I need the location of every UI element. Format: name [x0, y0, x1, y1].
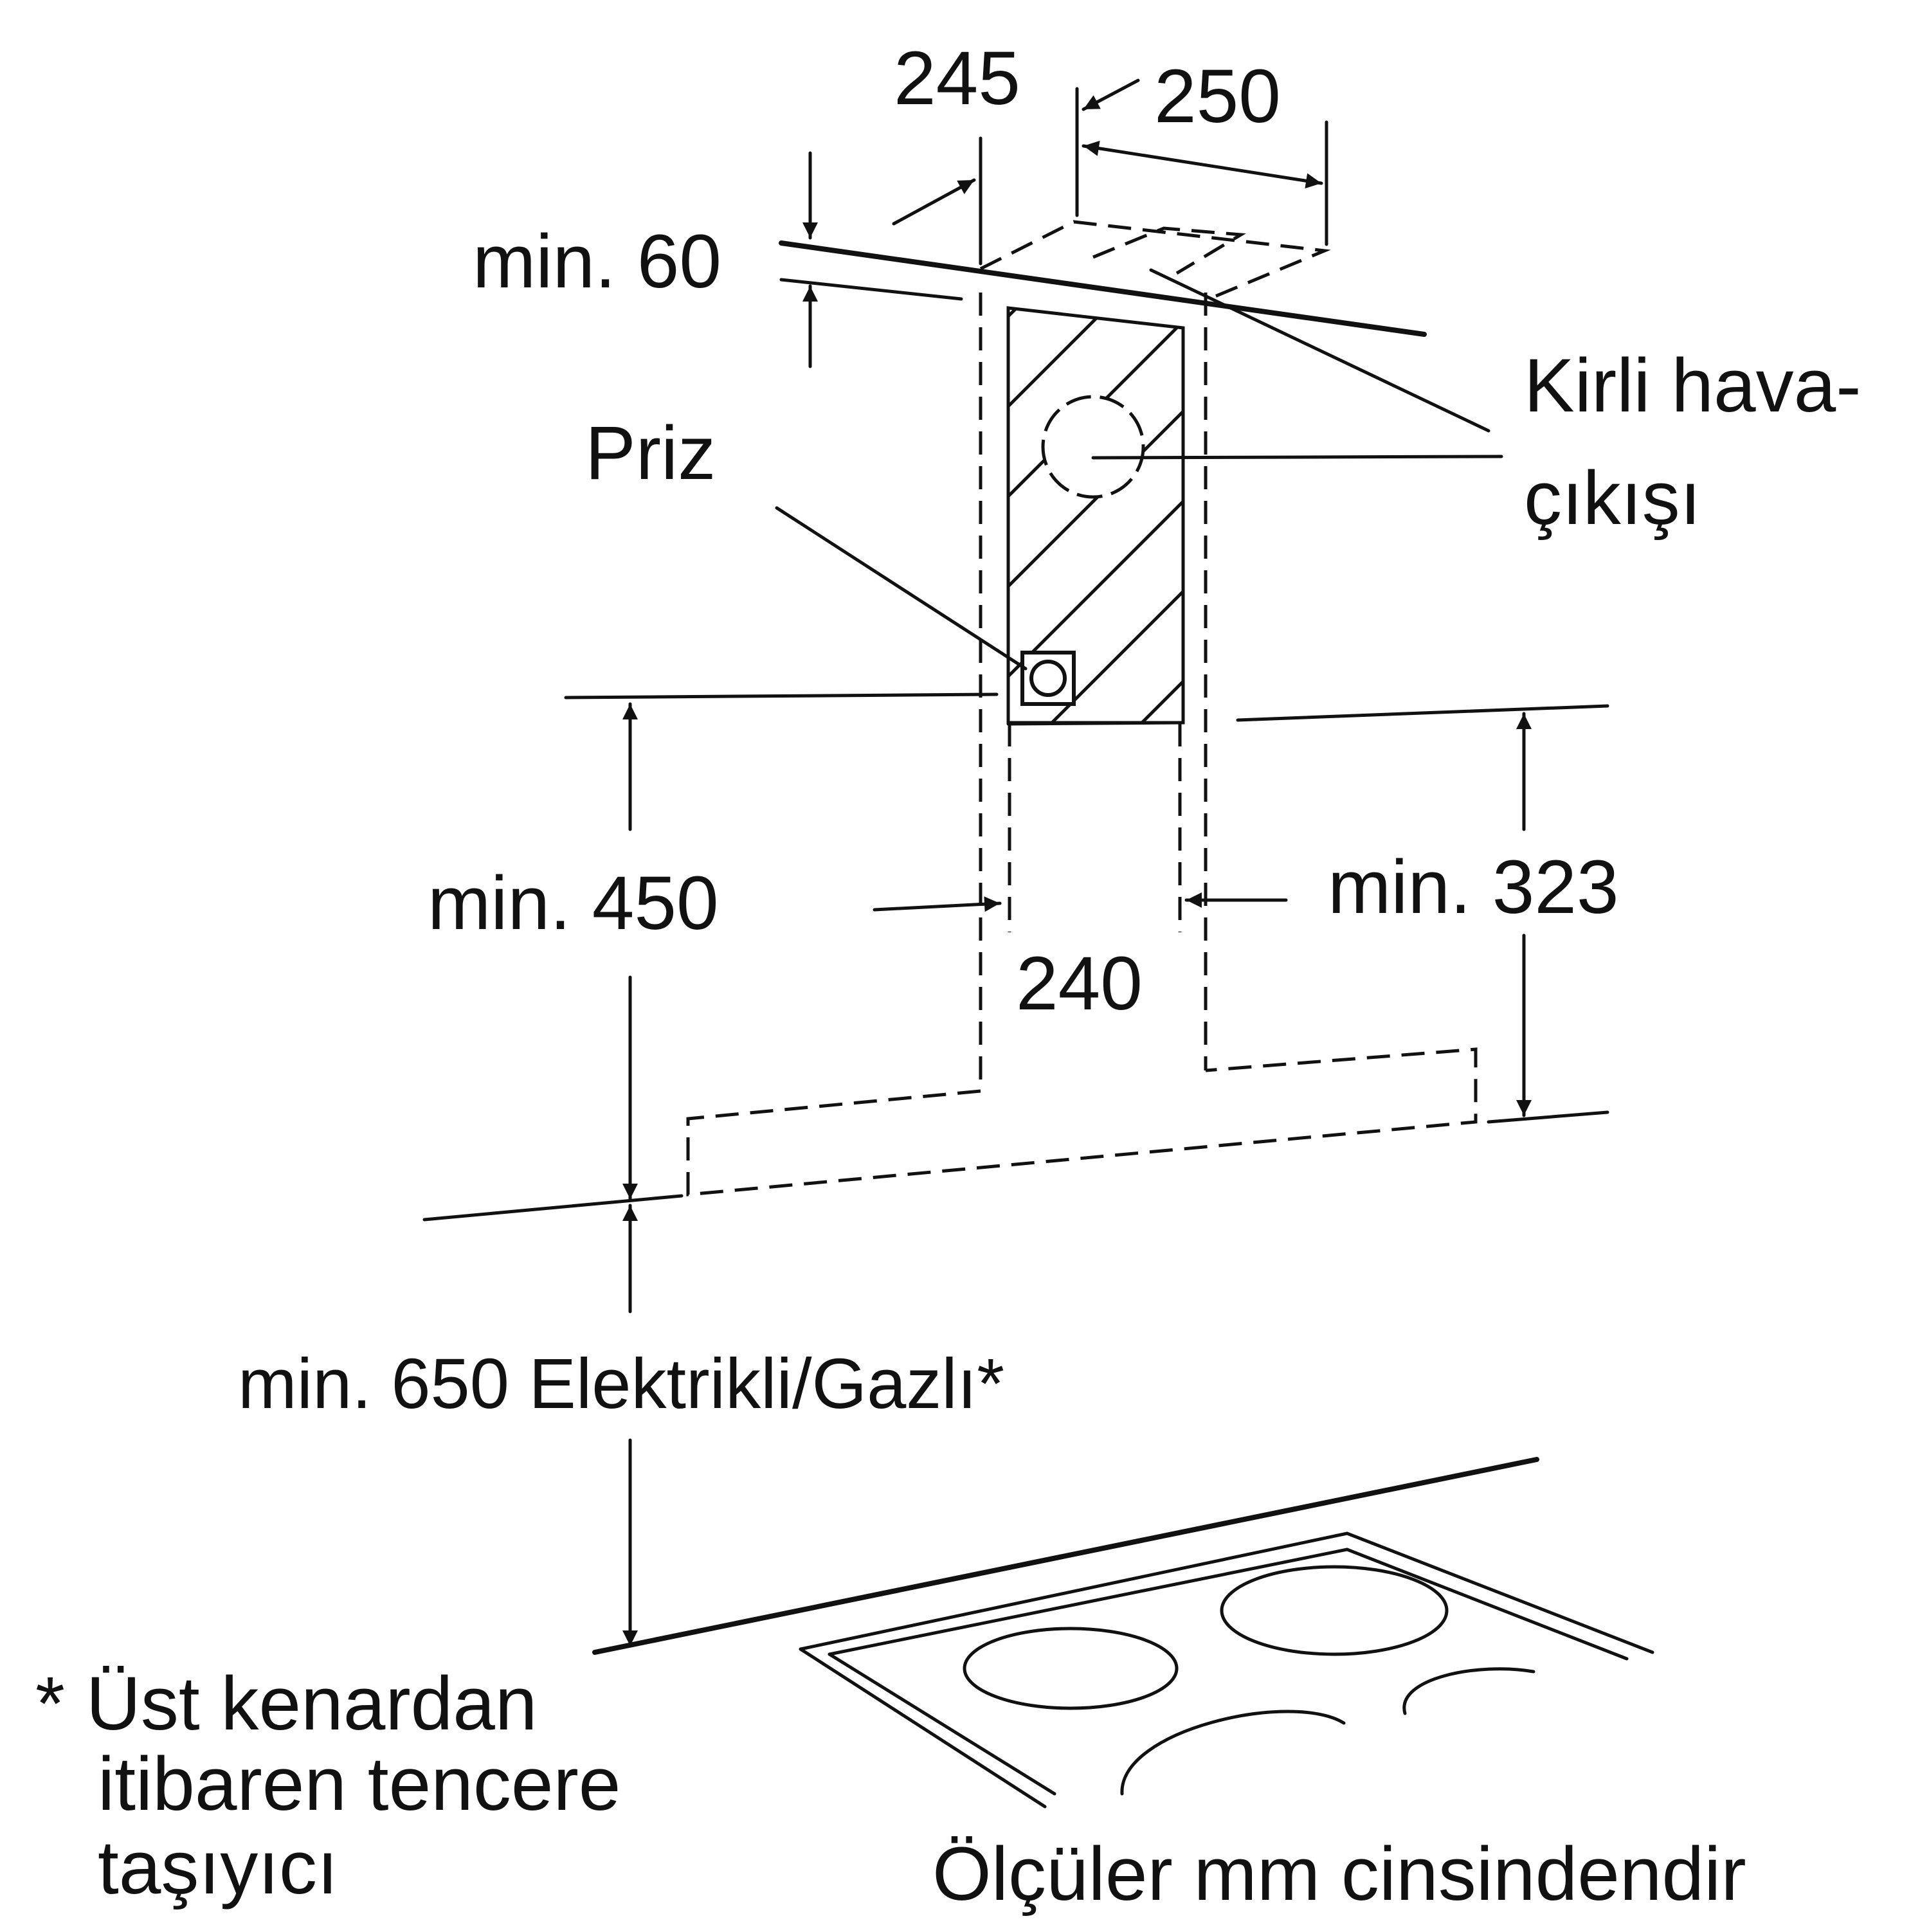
units-note: Ölçüler mm cinsindendir [932, 1832, 1746, 1917]
dimension-245: 245 [892, 36, 1020, 266]
footnote-line-1: * Üst kenardan [35, 1661, 538, 1746]
label-245: 245 [894, 36, 1020, 121]
footnote-line-2: itibaren tencere [98, 1742, 620, 1827]
hatched-mounting-zone [1006, 306, 1185, 726]
dimension-240: 240 [873, 892, 1288, 1026]
label-min-450: min. 450 [428, 861, 719, 946]
label-dirty-air-2: çıkışı [1524, 456, 1701, 541]
dimension-min-60: min. 60 [473, 151, 818, 368]
cooktop-illustration [592, 1457, 1654, 1809]
exhaust-outlet-circle [1041, 395, 1503, 499]
label-min-323: min. 323 [1328, 845, 1619, 930]
socket-icon [775, 506, 1076, 706]
ceiling-line [779, 240, 1427, 337]
reference-lines [422, 692, 1609, 1222]
dimension-min-450: min. 450 [428, 702, 719, 1201]
top-exhaust-outline [979, 220, 1490, 433]
label-250: 250 [1154, 54, 1281, 139]
dimension-min-323: min. 323 [1328, 712, 1619, 1117]
label-min-60: min. 60 [473, 219, 721, 304]
footnote-line-3: taşıyıcı [98, 1825, 338, 1910]
label-dirty-air-1: Kirli hava- [1524, 343, 1861, 428]
label-socket: Priz [585, 411, 716, 496]
label-min-650: min. 650 Elektrikli/Gazlı* [238, 1344, 1004, 1423]
label-240: 240 [1016, 941, 1143, 1026]
hood-canopy-outline [686, 1047, 1478, 1196]
chimney-outline [979, 293, 1208, 1090]
dimension-250: 250 [1075, 54, 1328, 246]
dimension-min-650: min. 650 Elektrikli/Gazlı* [238, 1204, 1004, 1648]
